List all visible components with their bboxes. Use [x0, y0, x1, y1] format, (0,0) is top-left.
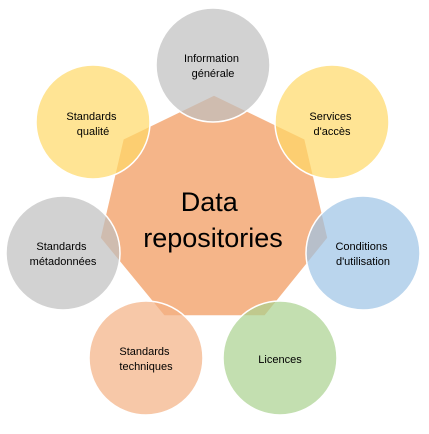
node-label-standards-techniques: Standards techniques — [119, 346, 173, 373]
node-label-licences: Licences — [258, 354, 302, 366]
node-circle-conditions-utilisation — [305, 195, 421, 311]
node-circle-standards-techniques — [88, 300, 204, 416]
node-circle-standards-metadonnees — [5, 195, 121, 311]
node-label-standards-qualite: Standards qualité — [66, 111, 119, 138]
node-label-conditions-utilisation: Conditions d'utilisation — [335, 241, 390, 268]
node-circle-standards-qualite — [35, 64, 151, 180]
center-title-line2: repositories — [143, 223, 283, 253]
node-label-information-generale: Information générale — [184, 53, 242, 80]
center-title-line1: Data — [181, 187, 239, 217]
center-title: Data repositories — [143, 187, 283, 253]
node-label-standards-metadonnees: Standards métadonnées — [30, 241, 97, 268]
node-circle-information-generale — [155, 7, 271, 123]
node-circle-licences — [222, 300, 338, 416]
node-label-services-acces: Services d'accès — [309, 111, 354, 138]
node-circle-services-acces — [274, 64, 390, 180]
